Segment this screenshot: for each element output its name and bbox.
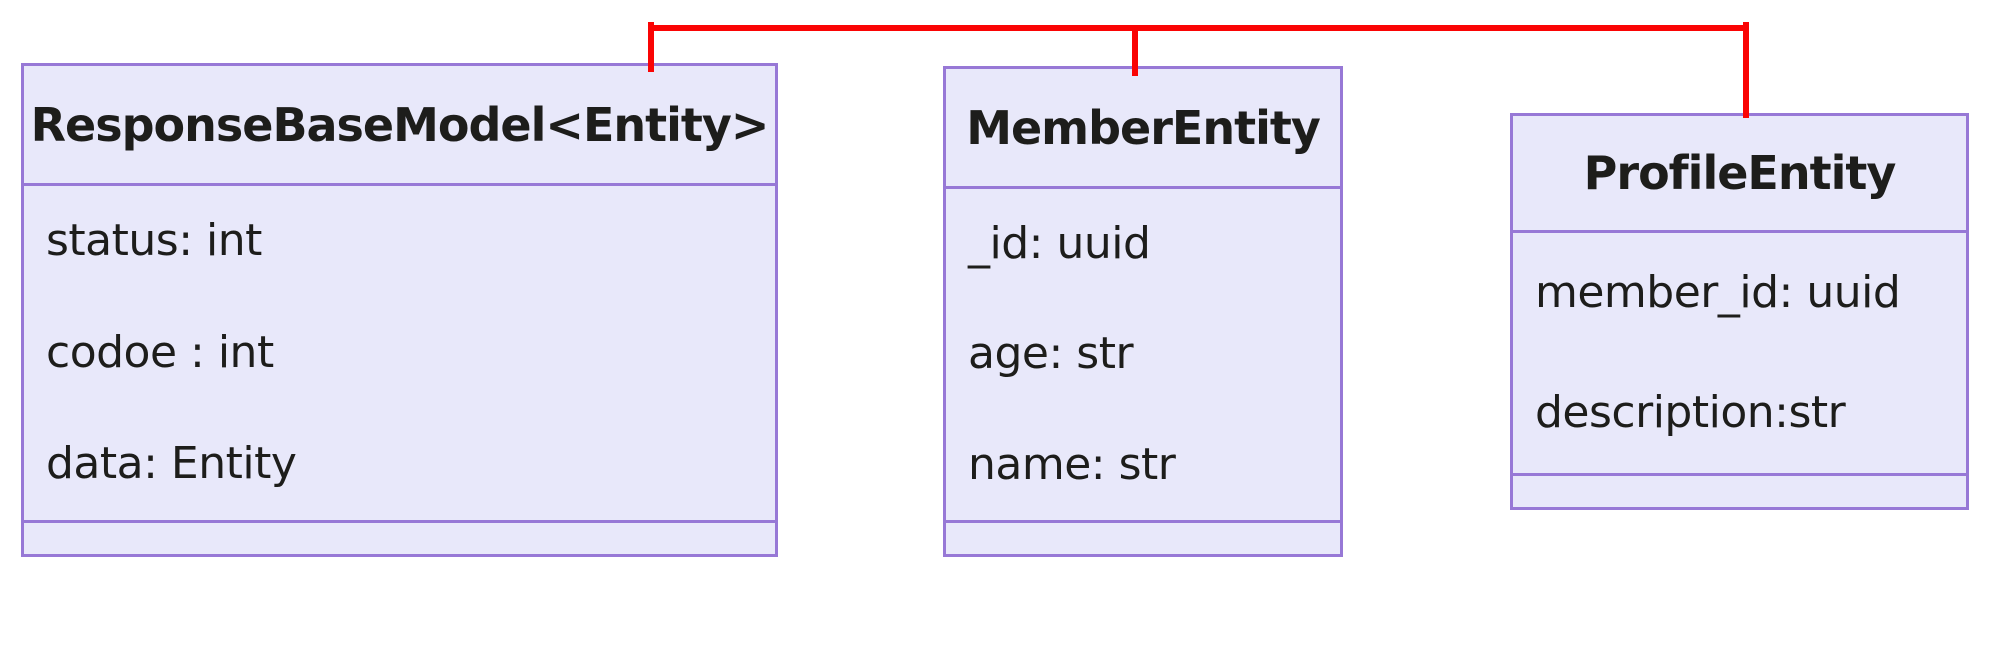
connector-drop-profile-entity: [1743, 22, 1749, 118]
entity-title: MemberEntity: [946, 69, 1340, 189]
entity-title: ProfileEntity: [1513, 116, 1966, 233]
connector-drop-member-entity: [1132, 25, 1138, 76]
attribute-row: data: Entity: [46, 438, 297, 490]
connector-horizontal-line: [648, 25, 1749, 31]
entity-box-member-entity: MemberEntity _id: uuid age: str name: st…: [943, 66, 1343, 557]
attribute-row: age: str: [968, 328, 1134, 380]
attributes-compartment: _id: uuid age: str name: str: [946, 189, 1340, 520]
methods-compartment-empty: [1513, 473, 1966, 507]
attribute-row: status: int: [46, 215, 262, 267]
connector-drop-response-base-model: [648, 22, 654, 72]
entity-box-response-base-model: ResponseBaseModel<Entity> status: int co…: [21, 63, 778, 557]
attribute-row: name: str: [968, 438, 1176, 490]
attribute-row: _id: uuid: [968, 217, 1151, 269]
entity-title: ResponseBaseModel<Entity>: [24, 66, 775, 186]
entity-box-profile-entity: ProfileEntity member_id: uuid descriptio…: [1510, 113, 1969, 510]
methods-compartment-empty: [946, 520, 1340, 554]
attribute-row: description:str: [1535, 386, 1846, 438]
attribute-row: member_id: uuid: [1535, 266, 1901, 318]
attributes-compartment: member_id: uuid description:str: [1513, 233, 1966, 473]
attributes-compartment: status: int codoe : int data: Entity: [24, 186, 775, 520]
attribute-row: codoe : int: [46, 326, 274, 378]
methods-compartment-empty: [24, 520, 775, 554]
